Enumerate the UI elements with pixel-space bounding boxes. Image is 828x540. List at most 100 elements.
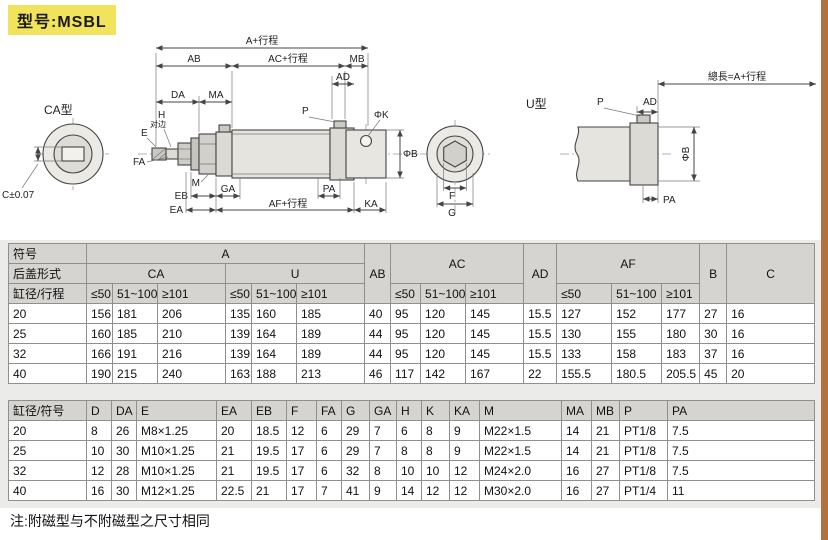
footnote: 注:附磁型与不附磁型之尺寸相同 bbox=[10, 513, 210, 529]
value-cell: 40 bbox=[364, 303, 392, 324]
rear-port-boss bbox=[333, 120, 347, 129]
value-cell: 14 bbox=[561, 440, 592, 461]
dim-label-ab: AB bbox=[187, 54, 201, 65]
col-header-bore-symbol: 缸径/符号 bbox=[8, 400, 87, 421]
u-view-label: U型 bbox=[526, 97, 547, 111]
front-head bbox=[215, 131, 233, 177]
value-cell: 166 bbox=[86, 343, 113, 364]
value-cell: PT1/8 bbox=[619, 420, 668, 441]
value-cell: 15.5 bbox=[523, 303, 558, 324]
value-cell: 190 bbox=[86, 363, 113, 384]
u-total-length-label: 總長=A+行程 bbox=[708, 70, 766, 83]
col-header-da: DA bbox=[111, 400, 137, 421]
value-cell: 189 bbox=[295, 343, 366, 364]
value-cell: 29 bbox=[341, 420, 370, 441]
value-cell: 164 bbox=[251, 323, 297, 344]
col-header-ga: GA bbox=[369, 400, 397, 421]
value-cell: 19.5 bbox=[251, 440, 287, 461]
value-cell: PT1/4 bbox=[619, 480, 668, 501]
dim-label-ga: GA bbox=[221, 184, 236, 195]
value-cell: 17 bbox=[286, 480, 317, 501]
value-cell: 120 bbox=[420, 303, 467, 324]
dim-label-phi-k: ΦK bbox=[374, 110, 389, 121]
value-cell: 22 bbox=[523, 363, 558, 384]
value-cell: 185 bbox=[295, 303, 366, 324]
value-cell: 14 bbox=[561, 420, 592, 441]
value-cell: 29 bbox=[341, 440, 370, 461]
rod-flats bbox=[165, 148, 179, 160]
value-cell: 145 bbox=[465, 303, 525, 324]
ca-view-label: CA型 bbox=[44, 103, 73, 117]
value-cell: 27 bbox=[591, 460, 620, 481]
u-type-view: U型 P AD 總長=A+行程 ΦB PA bbox=[526, 70, 816, 206]
group-header-a: A bbox=[85, 243, 366, 264]
value-cell: 183 bbox=[661, 343, 701, 364]
col-header-f: F bbox=[286, 400, 317, 421]
value-cell: 21 bbox=[216, 440, 252, 461]
value-cell: 117 bbox=[390, 363, 422, 384]
value-cell: 158 bbox=[611, 343, 663, 364]
value-cell: 19.5 bbox=[251, 460, 287, 481]
value-cell: 18.5 bbox=[251, 420, 287, 441]
value-cell: 133 bbox=[556, 343, 613, 364]
value-cell: 16 bbox=[561, 480, 592, 501]
value-cell: 37 bbox=[699, 343, 728, 364]
value-cell: 6 bbox=[316, 420, 342, 441]
value-cell: 7.5 bbox=[667, 460, 815, 481]
u-dim-label-phi-b: ΦB bbox=[681, 146, 692, 161]
rod-nut bbox=[177, 142, 192, 166]
value-cell: 12 bbox=[421, 480, 450, 501]
value-cell: 135 bbox=[225, 303, 252, 324]
value-cell: 160 bbox=[86, 323, 113, 344]
dim-label-g: G bbox=[448, 208, 456, 219]
page-edge-strip bbox=[821, 0, 828, 540]
value-cell: 21 bbox=[591, 420, 620, 441]
value-cell: 156 bbox=[86, 303, 113, 324]
value-cell: 180 bbox=[661, 323, 701, 344]
corner-label-symbol: 符号 bbox=[8, 243, 87, 264]
dim-label-ac-stroke: AC+行程 bbox=[268, 52, 308, 65]
value-cell: 16 bbox=[726, 323, 816, 344]
value-cell: 8 bbox=[421, 420, 450, 441]
dim-label-fa: FA bbox=[133, 157, 146, 168]
value-cell: 12 bbox=[286, 420, 317, 441]
stroke-range-header: ≤50 bbox=[86, 283, 113, 304]
value-cell: M10×1.25 bbox=[136, 440, 217, 461]
value-cell: 30 bbox=[111, 480, 137, 501]
value-cell: 185 bbox=[112, 323, 158, 344]
value-cell: 27 bbox=[699, 303, 728, 324]
dim-label-e: E bbox=[141, 128, 148, 139]
value-cell: 21 bbox=[216, 460, 252, 481]
side-view: A+行程 AB AC+行程 MB AD DA MA H 对边 E FA P bbox=[133, 34, 422, 216]
value-cell: 95 bbox=[390, 323, 422, 344]
value-cell: 7 bbox=[369, 420, 397, 441]
stroke-range-header: ≥101 bbox=[661, 283, 701, 304]
value-cell: 6 bbox=[316, 460, 342, 481]
dim-label-ad: AD bbox=[336, 72, 350, 83]
bore-cell: 20 bbox=[8, 420, 87, 441]
value-cell: 142 bbox=[420, 363, 467, 384]
value-cell: 16 bbox=[726, 343, 816, 364]
dim-label-h: H bbox=[158, 110, 165, 121]
col-header-ea: EA bbox=[216, 400, 252, 421]
value-cell: 163 bbox=[225, 363, 252, 384]
value-cell: 11 bbox=[667, 480, 815, 501]
value-cell: PT1/8 bbox=[619, 440, 668, 461]
dim-label-c-tolerance: C±0.07 bbox=[2, 190, 35, 201]
u-dim-label-pa: PA bbox=[663, 195, 676, 206]
value-cell: 28 bbox=[111, 460, 137, 481]
group-header-u: U bbox=[224, 263, 366, 284]
dim-label-ka: KA bbox=[364, 199, 378, 210]
col-header-ka: KA bbox=[449, 400, 480, 421]
value-cell: 240 bbox=[157, 363, 226, 384]
stroke-range-header: ≥101 bbox=[295, 283, 366, 304]
value-cell: 22.5 bbox=[216, 480, 252, 501]
value-cell: 15.5 bbox=[523, 343, 558, 364]
corner-label-cover-type: 后盖形式 bbox=[8, 263, 87, 284]
stroke-range-header: 51~100 bbox=[251, 283, 297, 304]
